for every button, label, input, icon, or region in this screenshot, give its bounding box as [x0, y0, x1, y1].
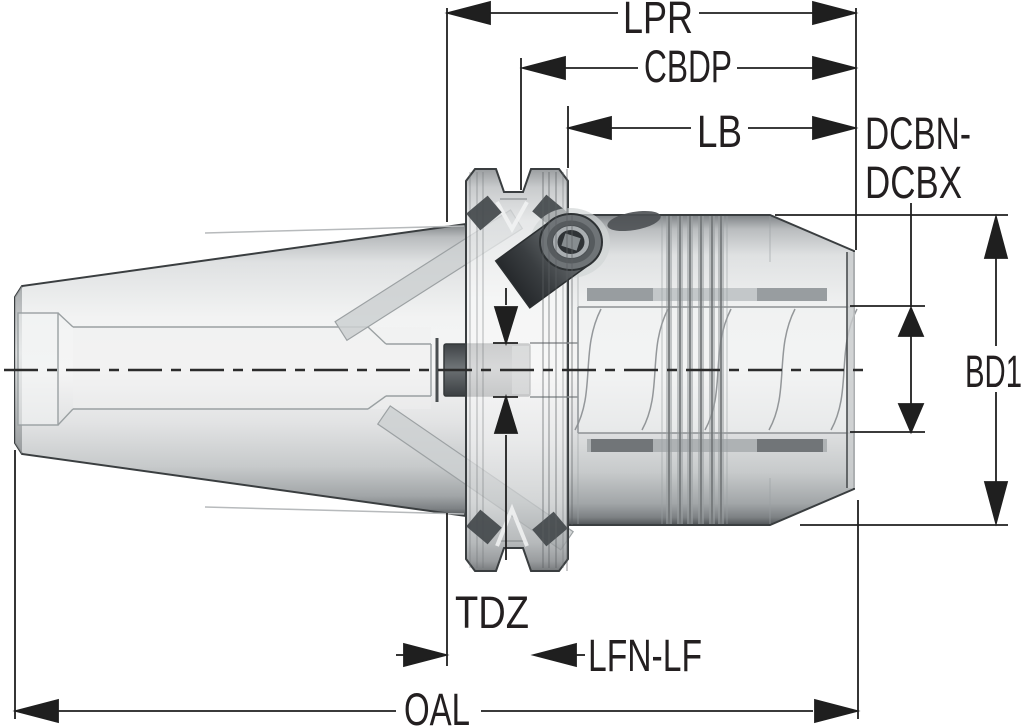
dim-dcbn-dcbx: [897, 305, 925, 435]
label-cbdp: CBDP: [644, 41, 732, 92]
label-lfn-lf: LFN-LF: [588, 630, 702, 681]
dimension-lines: [12, 0, 1009, 724]
dimension-labels: LPR CBDP LB DCBN- DCBX BD1 TDZ LFN-LF OA…: [404, 0, 1022, 727]
extension-lines: [14, 8, 1008, 719]
v-groove-chevron-top: [495, 201, 529, 234]
dim-tdz-lfn: [396, 642, 585, 668]
arrow-left: [444, 0, 491, 26]
taper-ghost-edge-top: [204, 225, 465, 234]
dim-lpr: [444, 0, 859, 26]
label-tdz: TDZ: [455, 587, 529, 638]
balance-slot-upper: [587, 288, 827, 301]
taper-ghost-edge-bottom: [204, 506, 465, 515]
dim-tdz-bore: [493, 306, 519, 434]
internal-bore-ghost: [17, 312, 432, 426]
screw-port-hole: [607, 210, 661, 232]
v-groove-detail-lines: [500, 198, 527, 542]
label-dcbx: DCBX: [865, 157, 962, 208]
set-screw: [494, 169, 661, 571]
dim-lb: [565, 115, 859, 141]
label-lb: LB: [697, 106, 742, 157]
balance-slot-lower: [587, 439, 827, 452]
label-oal: OAL: [404, 684, 470, 727]
label-bd1: BD1: [965, 346, 1022, 397]
screw-head: [539, 213, 603, 271]
label-dcbn: DCBN-: [865, 108, 971, 159]
label-lpr: LPR: [623, 0, 693, 43]
dim-bd1: [983, 213, 1009, 527]
v-groove-chevron-bottom: [495, 503, 529, 547]
arrow-right: [812, 0, 859, 26]
nose-face: [847, 252, 855, 488]
dim-oal: [12, 698, 861, 724]
dim-cbdp: [519, 55, 859, 81]
